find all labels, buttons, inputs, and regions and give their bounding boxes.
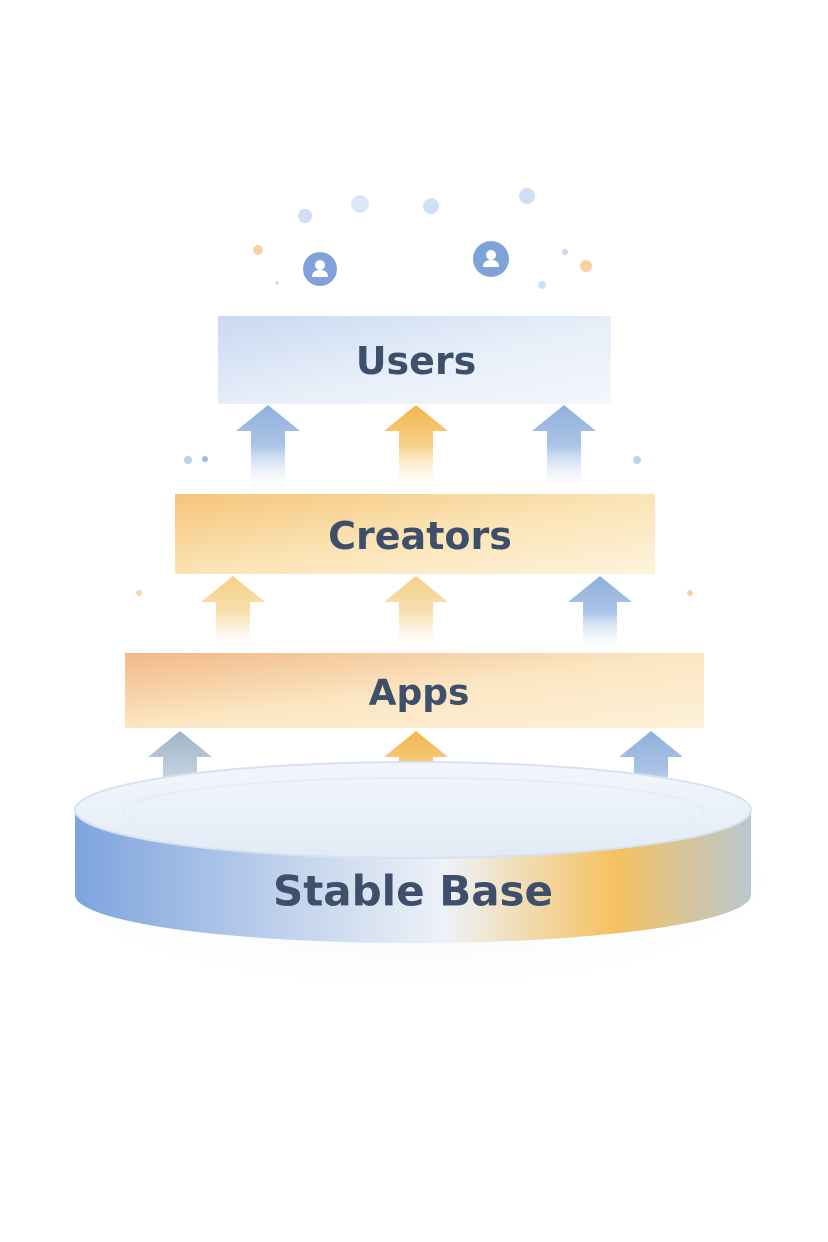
up-arrow-apps-to-creators xyxy=(384,576,448,654)
layer-creators: Creators xyxy=(175,494,655,574)
layer-label-users: Users xyxy=(356,339,477,383)
up-arrow-creators-to-users xyxy=(532,405,596,494)
layer-label-apps: Apps xyxy=(369,673,470,714)
up-arrow-creators-to-users xyxy=(384,405,448,494)
arrow-group xyxy=(148,405,683,820)
up-arrow-creators-to-users xyxy=(236,405,300,494)
layer-label-creators: Creators xyxy=(328,514,512,558)
decorative-dots xyxy=(136,188,693,596)
stable-base: Stable Base xyxy=(74,761,752,943)
up-arrow-apps-to-creators xyxy=(201,576,265,654)
up-arrow-apps-to-creators xyxy=(568,576,632,654)
user-icon xyxy=(473,241,509,277)
layer-users: Users xyxy=(218,316,611,404)
user-icon xyxy=(303,252,337,286)
base-label: Stable Base xyxy=(273,867,553,916)
layer-apps: Apps xyxy=(125,653,704,728)
